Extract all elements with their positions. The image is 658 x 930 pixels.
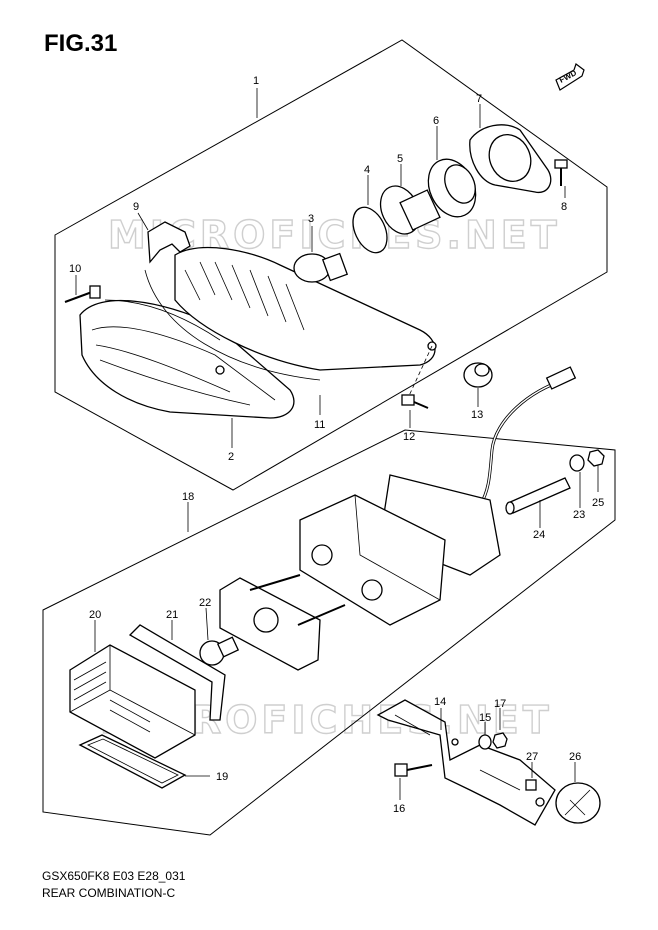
assembly-frame-lower [42,429,616,836]
leader-lines [75,88,599,800]
callout-10: 10 [69,263,81,275]
screw-16 [394,763,433,777]
reflector-19 [78,734,187,789]
callout-19: 19 [216,771,228,783]
wire-connector [545,366,577,390]
diagram-name: REAR COMBINATION-C [42,886,176,900]
callout-13: 13 [471,409,483,421]
cap-26 [555,782,601,824]
callout-8: 8 [561,201,567,213]
model-code: GSX650FK8 E03 E28_031 [42,869,186,883]
callout-9: 9 [133,201,139,213]
callout-18: 18 [182,491,194,503]
bulb-3 [293,252,349,283]
callout-17: 17 [494,698,506,710]
nut-17 [492,732,508,749]
callout-16: 16 [393,803,405,815]
bracket-14 [376,699,556,826]
callout-3: 3 [308,213,314,225]
nut-25 [587,449,605,467]
bulb-22 [199,636,240,666]
seal-4 [352,206,388,254]
screw-10 [64,285,101,303]
tail-housing [144,246,437,399]
bolt-8 [554,159,568,186]
callout-12: 12 [403,431,415,443]
callout-26: 26 [569,751,581,763]
spacer-24 [505,477,571,515]
gasket-21 [128,624,226,721]
callout-24: 24 [533,529,545,541]
callout-1: 1 [253,75,259,87]
callout-14: 14 [434,696,446,708]
holder-6 [427,158,477,218]
tail-lens [79,299,295,419]
socket-5 [379,185,441,235]
clip-9 [147,221,191,264]
gasket-7 [469,124,552,194]
washer-23 [569,454,585,472]
callout-25: 25 [592,497,604,509]
lens-20 [69,644,196,759]
callout-15: 15 [479,712,491,724]
grommet-13 [463,362,493,388]
nut-27 [525,779,537,791]
callout-5: 5 [397,153,403,165]
forward-arrow-icon: FWD [555,63,585,91]
callout-4: 4 [364,164,370,176]
callout-21: 21 [166,609,178,621]
socket-plate [219,574,346,671]
washer-15 [478,734,492,750]
callout-7: 7 [476,93,482,105]
callout-20: 20 [89,609,101,621]
callout-27: 27 [526,751,538,763]
lamp-housing-18 [299,494,446,626]
figure-title: FIG.31 [44,30,118,57]
callout-6: 6 [433,115,439,127]
callout-22: 22 [199,597,211,609]
callout-11: 11 [314,419,325,431]
assembly-frame-upper [54,39,608,491]
callout-23: 23 [573,509,585,521]
screw-12 [401,394,429,409]
callout-2: 2 [228,451,234,463]
